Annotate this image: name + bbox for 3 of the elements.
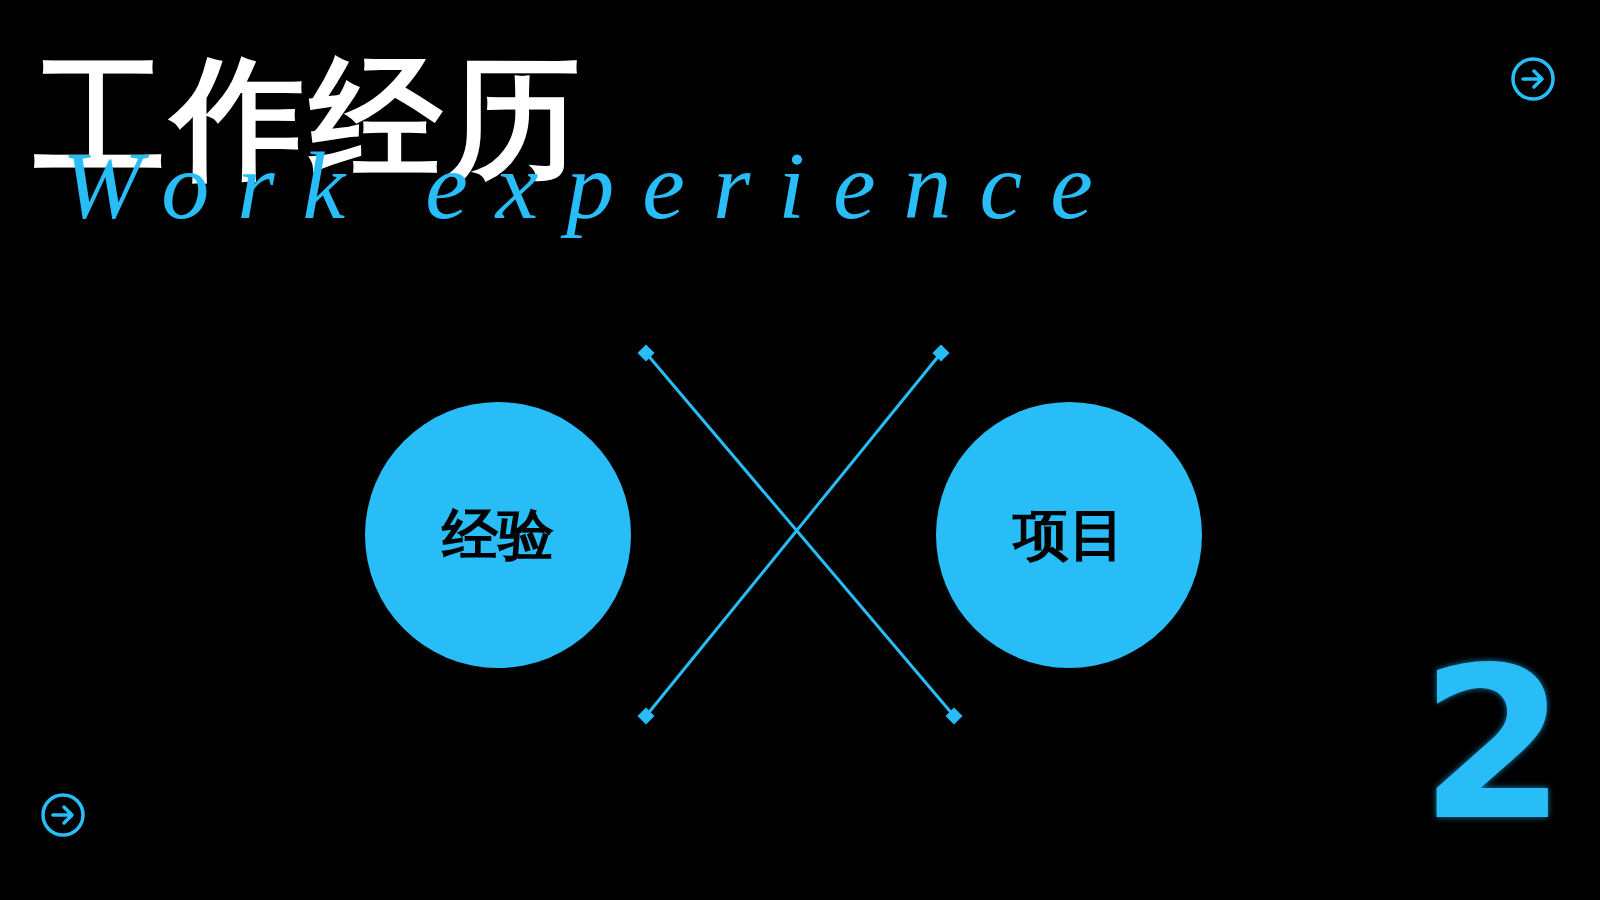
page-number: 2	[1420, 640, 1567, 850]
node-label: 经验	[442, 501, 554, 569]
node-label: 项目	[1013, 501, 1125, 569]
